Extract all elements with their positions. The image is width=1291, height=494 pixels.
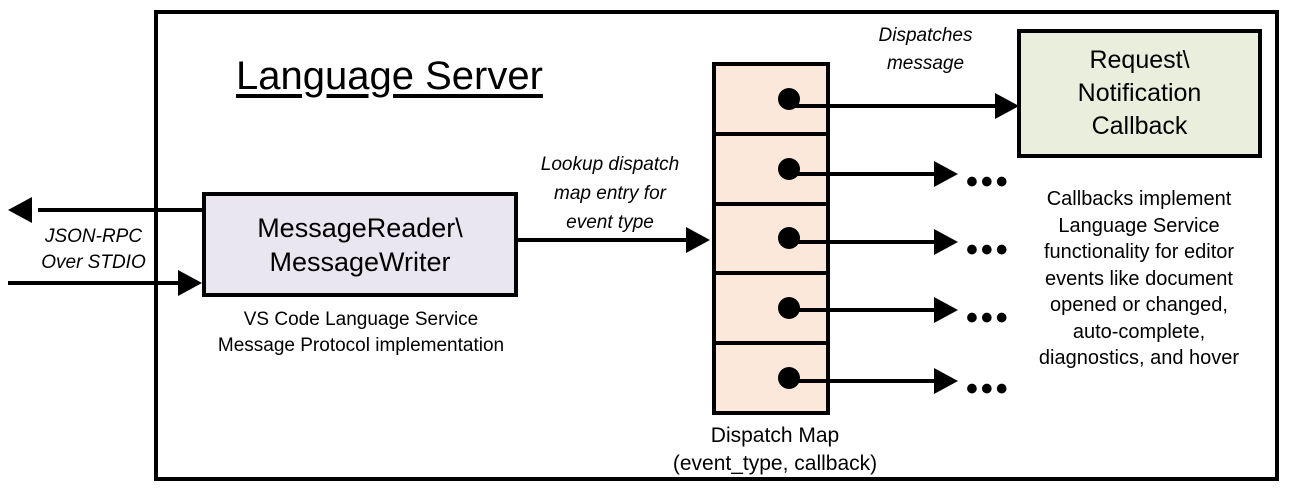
inbound-stdio-arrowhead bbox=[178, 270, 202, 296]
page-title: Language Server bbox=[236, 54, 543, 98]
callback-description-line5: opened or changed, bbox=[1050, 294, 1228, 316]
dispatch-row-2-ellipsis: ••• bbox=[966, 163, 1011, 201]
lookup-dispatch-label-line3: event type bbox=[566, 212, 654, 233]
outbound-stdio-line bbox=[38, 208, 204, 212]
request-notification-callback-line1: Request\ bbox=[1089, 46, 1190, 74]
dispatches-message-label: Dispatches message bbox=[838, 22, 1013, 78]
request-notification-callback-line3: Callback bbox=[1091, 112, 1188, 140]
dispatch-row-2-line bbox=[786, 172, 941, 176]
dispatch-map-entry-dot-icon bbox=[778, 227, 800, 250]
dispatch-row-5-arrowhead bbox=[934, 368, 958, 394]
dispatch-map-entry-dot-icon bbox=[778, 157, 800, 180]
dispatch-map-entry-dot-icon bbox=[778, 367, 800, 390]
json-rpc-label-line2: Over STDIO bbox=[41, 252, 146, 273]
callback-description-line2: Language Service bbox=[1058, 214, 1220, 237]
request-notification-callback-box[interactable]: Request\ Notification Callback bbox=[1017, 29, 1262, 158]
callback-description-line6: auto-complete, bbox=[1072, 320, 1206, 343]
lookup-dispatch-arrowhead bbox=[686, 227, 710, 253]
dispatch-map-row-5[interactable] bbox=[716, 345, 826, 411]
dispatch-row-4-line bbox=[786, 308, 941, 312]
dispatch-row-5-ellipsis: ••• bbox=[966, 370, 1011, 408]
message-reader-writer-caption-line2: Message Protocol implementation bbox=[217, 335, 505, 356]
request-notification-callback-line2: Notification bbox=[1077, 79, 1202, 107]
callback-description-line3: functionality for editor bbox=[1043, 241, 1235, 263]
dispatch-map-row-1[interactable] bbox=[716, 66, 826, 136]
callback-description-line4: events like document bbox=[1045, 267, 1233, 290]
language-server-boundary bbox=[154, 10, 1279, 481]
dispatch-row-1-line bbox=[786, 104, 1001, 108]
callback-description-line7: diagnostics, and hover bbox=[1038, 347, 1240, 369]
dispatch-row-3-ellipsis: ••• bbox=[966, 231, 1011, 269]
json-rpc-label: JSON-RPC Over STDIO bbox=[26, 224, 161, 276]
message-reader-writer-caption-line1: VS Code Language Service bbox=[243, 309, 479, 330]
dispatch-row-1-arrowhead bbox=[995, 93, 1019, 119]
dispatches-message-label-line2: message bbox=[886, 53, 965, 74]
message-reader-writer-box[interactable]: MessageReader\ MessageWriter bbox=[202, 192, 518, 297]
callback-description-line1: Callbacks implement bbox=[1046, 188, 1232, 210]
message-reader-writer-caption: VS Code Language Service Message Protoco… bbox=[196, 307, 526, 359]
callback-description: Callbacks implement Language Service fun… bbox=[1008, 186, 1270, 372]
inbound-stdio-line bbox=[8, 281, 180, 285]
json-rpc-label-line1: JSON-RPC bbox=[44, 226, 143, 247]
dispatch-row-5-line bbox=[786, 379, 941, 383]
lookup-dispatch-label-line2: map entry for bbox=[554, 183, 666, 204]
dispatch-row-3-arrowhead bbox=[934, 229, 958, 255]
dispatches-message-label-line1: Dispatches bbox=[878, 25, 973, 46]
lookup-dispatch-label-line1: Lookup dispatch bbox=[540, 154, 680, 175]
dispatch-row-4-ellipsis: ••• bbox=[966, 299, 1011, 337]
outbound-stdio-arrowhead bbox=[8, 197, 32, 223]
dispatch-row-2-arrowhead bbox=[934, 161, 958, 187]
lookup-dispatch-label: Lookup dispatch map entry for event type bbox=[515, 150, 705, 237]
dispatch-map-row-2[interactable] bbox=[716, 136, 826, 206]
dispatch-map-table[interactable] bbox=[712, 62, 830, 415]
dispatch-map-caption: Dispatch Map (event_type, callback) bbox=[630, 422, 920, 478]
message-reader-writer-line1: MessageReader\ bbox=[257, 212, 463, 243]
dispatch-row-3-line bbox=[786, 240, 941, 244]
dispatch-map-caption-line1: Dispatch Map bbox=[710, 424, 840, 447]
dispatch-map-caption-line2: (event_type, callback) bbox=[672, 452, 878, 475]
lookup-dispatch-line bbox=[518, 238, 688, 242]
message-reader-writer-line2: MessageWriter bbox=[269, 246, 451, 277]
dispatch-row-4-arrowhead bbox=[934, 297, 958, 323]
